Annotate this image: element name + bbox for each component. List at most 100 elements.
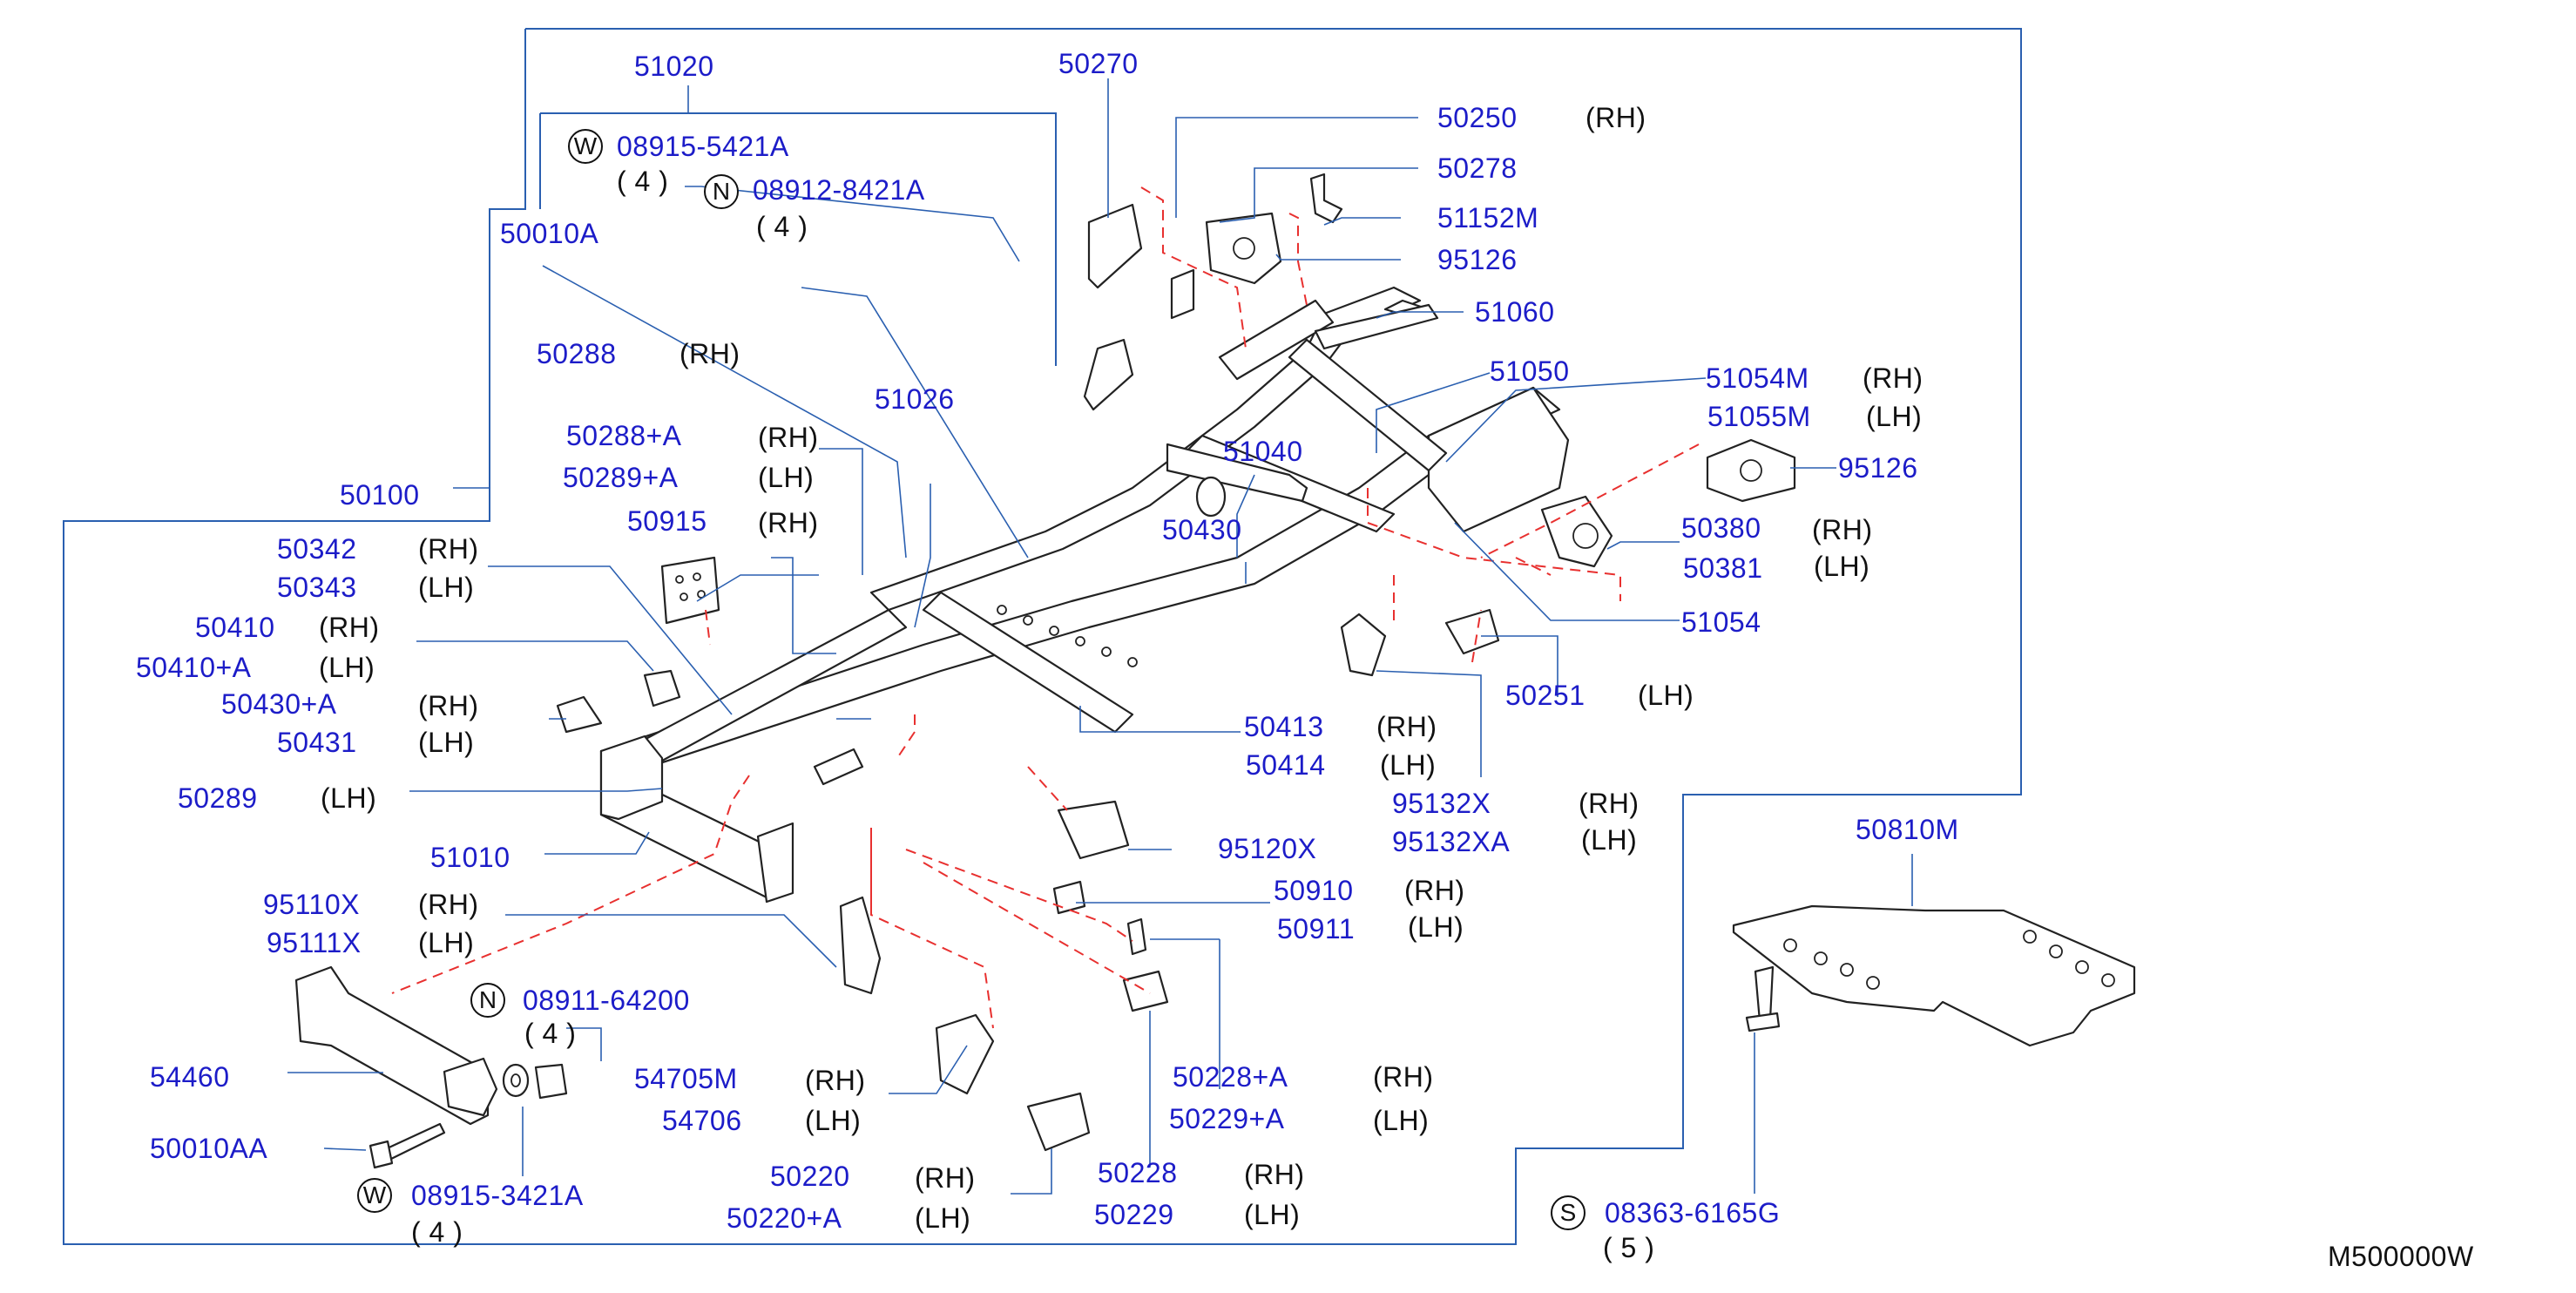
fastener-number-08915-3421A[interactable]: 08915-3421A xyxy=(411,1180,584,1211)
side-label-95110X: (RH) xyxy=(418,889,479,920)
side-label-50430A: (RH) xyxy=(418,690,479,721)
side-label-50410: (RH) xyxy=(319,612,380,643)
fastener-qty-08911-64200: ( 4 ) xyxy=(524,1018,577,1049)
side-label-50228: (RH) xyxy=(1244,1159,1305,1190)
side-label-50911: (LH) xyxy=(1408,911,1464,943)
side-label-50229A: (LH) xyxy=(1373,1105,1430,1136)
part-number-50229[interactable]: 50229 xyxy=(1094,1199,1174,1230)
fastener-badge-w: W xyxy=(357,1178,392,1213)
explode-lines xyxy=(391,186,1700,1029)
part-number-50220A[interactable]: 50220+A xyxy=(727,1202,842,1234)
part-number-50410A[interactable]: 50410+A xyxy=(136,652,252,683)
part-number-50251[interactable]: 50251 xyxy=(1505,680,1585,711)
part-number-51055M[interactable]: 51055M xyxy=(1707,401,1811,432)
part-number-50250[interactable]: 50250 xyxy=(1437,102,1518,133)
fastener-qty-08915-3421A: ( 4 ) xyxy=(411,1216,463,1248)
part-number-50431[interactable]: 50431 xyxy=(277,727,357,758)
part-number-50910[interactable]: 50910 xyxy=(1274,875,1354,906)
part-number-95120X[interactable]: 95120X xyxy=(1218,833,1317,864)
side-label-50289A: (LH) xyxy=(758,462,815,493)
side-label-50413: (RH) xyxy=(1376,711,1437,742)
fastener-number-08363-6165G[interactable]: 08363-6165G xyxy=(1605,1197,1781,1229)
part-number-50278[interactable]: 50278 xyxy=(1437,152,1518,184)
part-number-50288A[interactable]: 50288+A xyxy=(566,420,682,451)
part-number-50010AA[interactable]: 50010AA xyxy=(150,1133,268,1164)
side-label-50250: (RH) xyxy=(1585,102,1646,133)
part-number-50380[interactable]: 50380 xyxy=(1681,512,1761,544)
part-number-50414[interactable]: 50414 xyxy=(1246,749,1326,781)
side-label-50915: (RH) xyxy=(758,507,819,538)
part-number-50289[interactable]: 50289 xyxy=(178,782,258,814)
side-label-51054M: (RH) xyxy=(1863,362,1924,394)
side-label-50431: (LH) xyxy=(418,727,475,758)
part-number-50228A[interactable]: 50228+A xyxy=(1173,1061,1288,1093)
fastener-badge-n: N xyxy=(470,983,505,1018)
part-number-95111X[interactable]: 95111X xyxy=(267,927,362,958)
part-number-51040[interactable]: 51040 xyxy=(1223,436,1303,467)
part-number-50270[interactable]: 50270 xyxy=(1058,48,1139,79)
side-label-54706: (LH) xyxy=(805,1105,862,1136)
part-number-50288[interactable]: 50288 xyxy=(537,338,617,369)
part-number-54460[interactable]: 54460 xyxy=(150,1061,230,1093)
part-number-51010[interactable]: 51010 xyxy=(430,842,510,873)
side-label-50251: (LH) xyxy=(1638,680,1694,711)
part-number-50430[interactable]: 50430 xyxy=(1162,514,1242,545)
part-number-51054[interactable]: 51054 xyxy=(1681,606,1761,638)
part-number-50810M[interactable]: 50810M xyxy=(1856,814,1959,845)
part-number-50430A[interactable]: 50430+A xyxy=(221,688,337,720)
fastener-badge-s: S xyxy=(1551,1195,1585,1230)
side-label-50343: (LH) xyxy=(418,572,475,603)
part-number-50228[interactable]: 50228 xyxy=(1098,1157,1178,1188)
part-number-50010A[interactable]: 50010A xyxy=(500,218,599,249)
part-number-50343[interactable]: 50343 xyxy=(277,572,357,603)
side-label-50410A: (LH) xyxy=(319,652,375,683)
side-label-50228A: (RH) xyxy=(1373,1061,1434,1093)
part-number-54706[interactable]: 54706 xyxy=(662,1105,742,1136)
side-label-50220A: (LH) xyxy=(915,1202,971,1234)
part-number-95132XA[interactable]: 95132XA xyxy=(1392,826,1511,857)
leader-lines xyxy=(287,78,1913,1195)
part-number-50342[interactable]: 50342 xyxy=(277,533,357,565)
part-number-50100[interactable]: 50100 xyxy=(340,479,420,511)
part-number-50915[interactable]: 50915 xyxy=(627,505,707,537)
side-label-50229: (LH) xyxy=(1244,1199,1301,1230)
fastener-qty-08363-6165G: ( 5 ) xyxy=(1603,1232,1655,1263)
part-number-50381[interactable]: 50381 xyxy=(1683,552,1763,584)
part-number-95110X[interactable]: 95110X xyxy=(263,889,360,920)
part-number-51026[interactable]: 51026 xyxy=(875,383,955,415)
part-number-51050[interactable]: 51050 xyxy=(1490,355,1570,387)
part-number-50911[interactable]: 50911 xyxy=(1277,913,1356,944)
side-label-95132XA: (LH) xyxy=(1581,824,1638,856)
part-number-95126-lower[interactable]: 95126 xyxy=(1838,452,1918,484)
part-number-51152M[interactable]: 51152M xyxy=(1437,202,1539,234)
part-number-50220[interactable]: 50220 xyxy=(770,1161,850,1192)
side-label-51055M: (LH) xyxy=(1866,401,1923,432)
side-label-50414: (LH) xyxy=(1380,749,1437,781)
part-number-95126-upper[interactable]: 95126 xyxy=(1437,244,1518,275)
part-number-95132X[interactable]: 95132X xyxy=(1392,788,1491,819)
part-number-50289A[interactable]: 50289+A xyxy=(563,462,679,493)
part-number-50410[interactable]: 50410 xyxy=(195,612,275,643)
side-label-50220: (RH) xyxy=(915,1162,976,1194)
fastener-badge-n: N xyxy=(704,174,739,209)
part-number-54705M[interactable]: 54705M xyxy=(634,1063,738,1094)
side-label-50289: (LH) xyxy=(321,782,377,814)
side-label-54705M: (RH) xyxy=(805,1065,866,1096)
part-number-50413[interactable]: 50413 xyxy=(1244,711,1324,742)
side-label-95111X: (LH) xyxy=(418,927,475,958)
side-label-50342: (RH) xyxy=(418,533,479,565)
part-number-50229A[interactable]: 50229+A xyxy=(1169,1103,1285,1134)
side-label-50288: (RH) xyxy=(679,338,740,369)
fastener-number-08911-64200[interactable]: 08911-64200 xyxy=(523,985,690,1016)
fastener-qty-08912-8421A: ( 4 ) xyxy=(756,211,808,242)
fastener-number-08915-5421A[interactable]: 08915-5421A xyxy=(617,131,789,162)
side-label-50910: (RH) xyxy=(1404,875,1465,906)
part-number-51060[interactable]: 51060 xyxy=(1475,296,1555,328)
fastener-number-08912-8421A[interactable]: 08912-8421A xyxy=(753,174,925,206)
side-label-50380: (RH) xyxy=(1812,514,1873,545)
fastener-badge-w: W xyxy=(568,129,603,164)
frame-sub-boundary xyxy=(540,112,1057,366)
part-number-51054M[interactable]: 51054M xyxy=(1706,362,1809,394)
part-number-51020[interactable]: 51020 xyxy=(634,51,714,82)
